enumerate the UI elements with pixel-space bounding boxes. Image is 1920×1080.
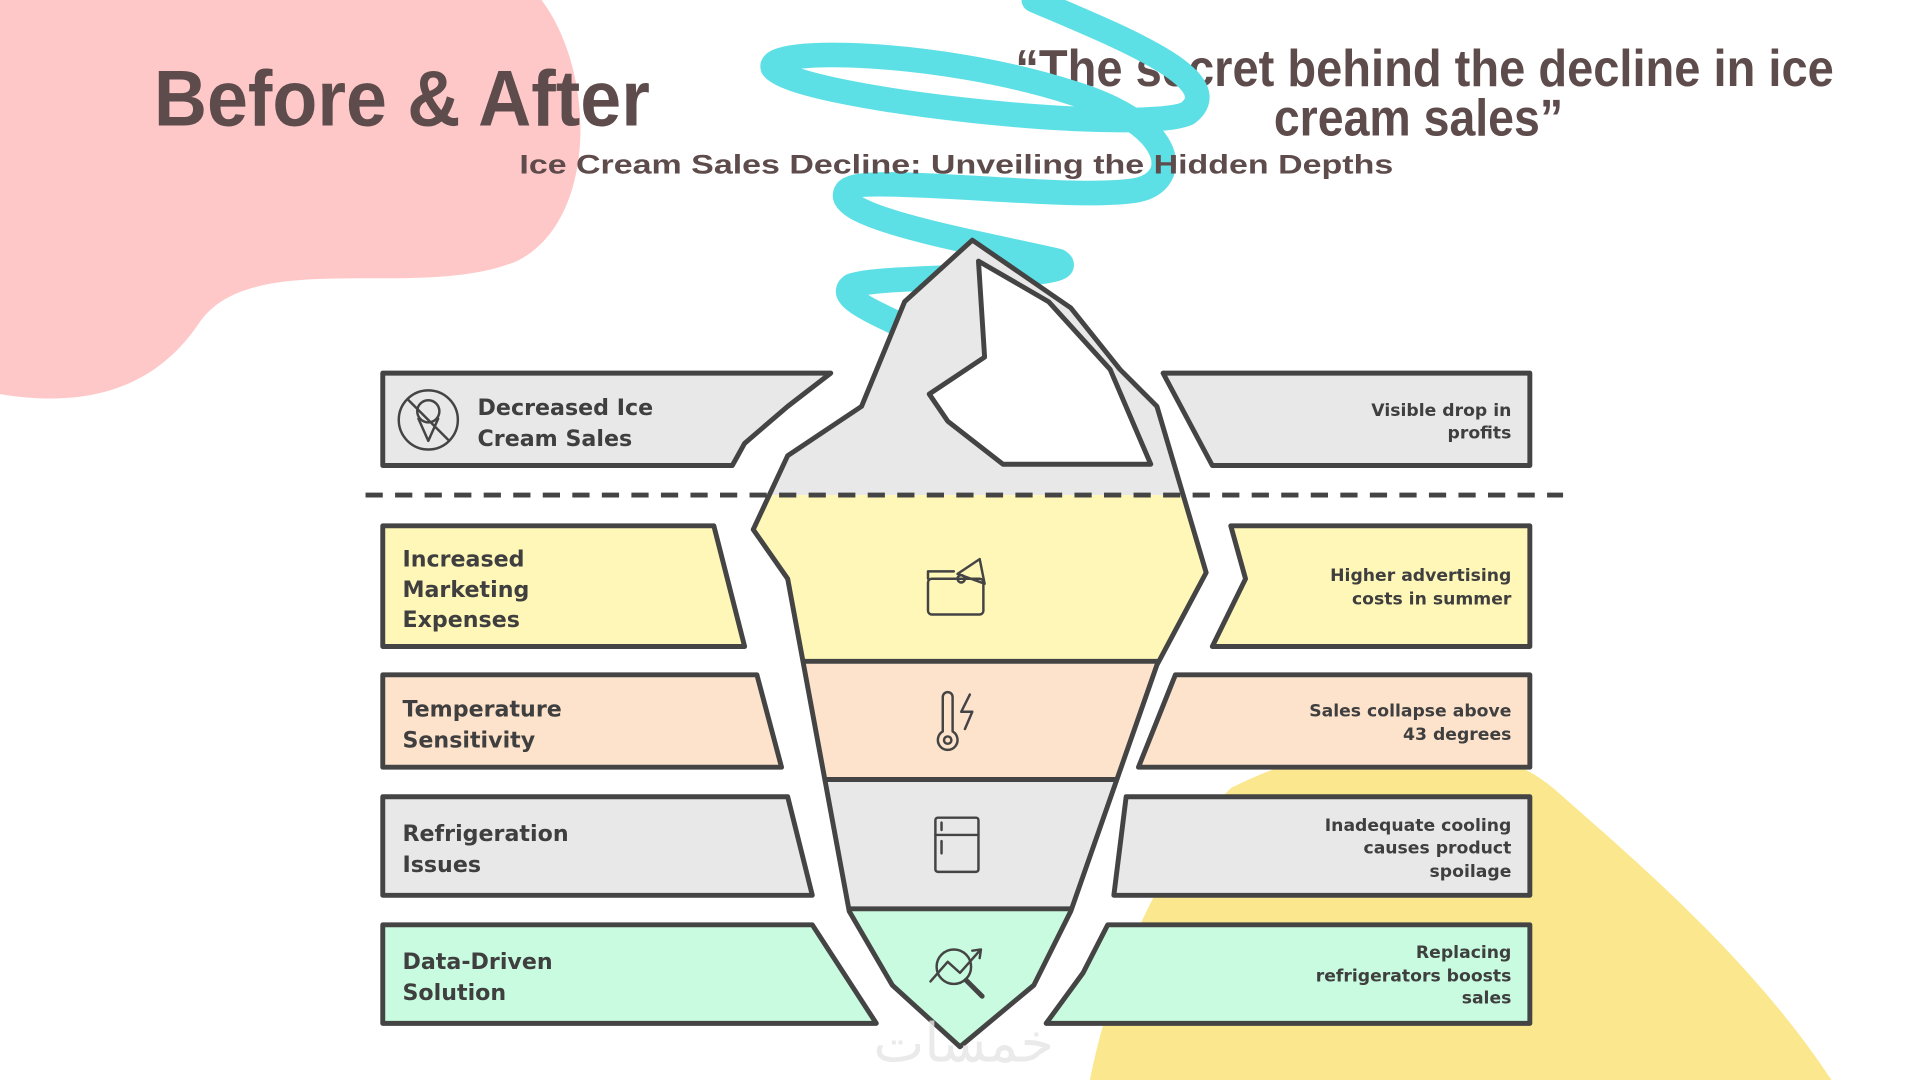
left-label-3: Temperature Sensitivity — [402, 697, 561, 754]
svg-text:causes product: causes product — [1363, 838, 1511, 858]
quote-line-2: cream sales” — [1274, 88, 1563, 146]
iceberg-outline — [750, 237, 1209, 1050]
svg-text:Solution: Solution — [402, 980, 506, 1006]
watermark-logo: خمسات — [873, 1012, 1054, 1075]
svg-text:43 degrees: 43 degrees — [1403, 725, 1511, 745]
page-title: Before & After — [154, 55, 650, 143]
ice-cream-icon — [397, 389, 460, 451]
svg-text:Refrigeration: Refrigeration — [402, 821, 568, 847]
right-label-2: Higher advertising costs in summer — [1330, 566, 1512, 609]
svg-text:profits: profits — [1448, 423, 1512, 443]
svg-text:Sensitivity: Sensitivity — [402, 727, 535, 753]
left-box-4 — [380, 794, 815, 898]
svg-text:refrigerators boosts: refrigerators boosts — [1316, 966, 1512, 986]
right-box-4 — [1111, 794, 1533, 898]
pink-blob — [0, 0, 581, 399]
thermometer-icon — [936, 690, 974, 752]
subtitle: Ice Cream Sales Decline: Unveiling the H… — [519, 149, 1393, 180]
svg-text:spoilage: spoilage — [1430, 862, 1512, 882]
svg-text:Decreased Ice: Decreased Ice — [478, 395, 654, 421]
svg-text:sales: sales — [1462, 989, 1512, 1009]
left-label-1: Decreased Ice Cream Sales — [478, 395, 654, 452]
svg-text:Increased: Increased — [402, 546, 524, 572]
left-label-2: Increased Marketing Expenses — [402, 546, 529, 632]
svg-text:Higher advertising: Higher advertising — [1330, 566, 1511, 586]
svg-text:Issues: Issues — [402, 852, 481, 878]
svg-text:Marketing: Marketing — [402, 577, 529, 603]
svg-text:Data-Driven: Data-Driven — [402, 949, 552, 975]
right-box-5 — [1043, 922, 1533, 1026]
left-box-3 — [380, 672, 784, 770]
svg-text:Visible drop in: Visible drop in — [1371, 401, 1511, 421]
chart-search-icon — [929, 948, 985, 999]
svg-text:Replacing: Replacing — [1416, 943, 1511, 963]
left-label-5: Data-Driven Solution — [402, 949, 552, 1006]
right-label-4: Inadequate cooling causes product spoila… — [1325, 816, 1512, 882]
iceberg-snowcap — [926, 258, 1154, 467]
right-box-2 — [1209, 523, 1533, 649]
left-label-4: Refrigeration Issues — [402, 821, 568, 878]
svg-text:Expenses: Expenses — [402, 607, 519, 633]
left-box-5 — [380, 922, 879, 1026]
right-label-1: Visible drop in profits — [1371, 401, 1511, 443]
svg-text:Cream Sales: Cream Sales — [478, 426, 633, 452]
right-label-5: Replacing refrigerators boosts sales — [1316, 943, 1512, 1009]
right-label-3: Sales collapse above 43 degrees — [1309, 702, 1511, 745]
left-box-1 — [380, 370, 834, 468]
left-box-2 — [380, 523, 748, 649]
megaphone-icon — [926, 557, 986, 616]
svg-text:Sales collapse above: Sales collapse above — [1309, 702, 1511, 722]
refrigerator-icon — [934, 816, 980, 874]
svg-text:costs in summer: costs in summer — [1352, 590, 1512, 610]
right-box-1 — [1160, 370, 1533, 468]
right-box-3 — [1136, 672, 1533, 770]
svg-text:Temperature: Temperature — [402, 697, 561, 723]
svg-text:Inadequate cooling: Inadequate cooling — [1325, 816, 1512, 836]
